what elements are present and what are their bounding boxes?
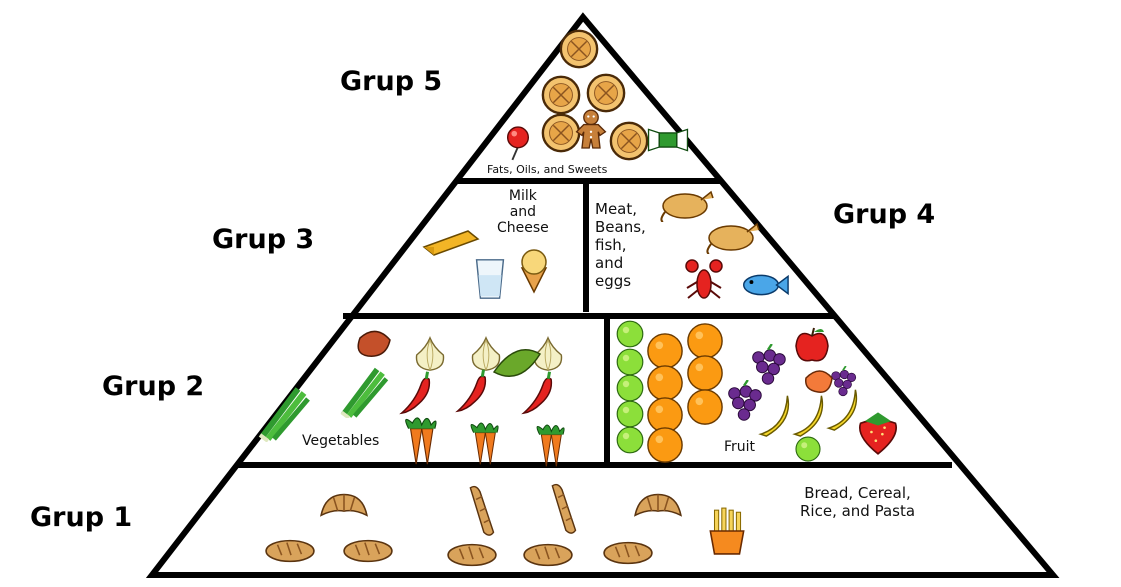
orange-icon	[687, 355, 723, 391]
pie-icon	[541, 113, 581, 153]
cheese-block-icon	[423, 230, 479, 256]
fish-icon	[742, 274, 789, 296]
fries-icon	[709, 507, 745, 555]
tier-grup-2-fruit	[616, 320, 898, 463]
pie-icon	[586, 73, 626, 113]
celery-icon	[342, 369, 387, 418]
tier-grup-2-vegetables	[260, 330, 565, 467]
meat-beans-fish-eggs-caption: Meat, Beans, fish, and eggs	[595, 200, 646, 290]
milk-glass-icon	[475, 259, 505, 299]
grup-4-label: Grup 4	[833, 199, 936, 230]
tier-grup-4	[660, 190, 789, 299]
lime-icon	[616, 400, 644, 428]
pea-pod-icon	[492, 349, 542, 377]
orange-icon	[647, 397, 683, 433]
croissant-icon	[634, 493, 682, 517]
fruit-caption: Fruit	[724, 439, 756, 455]
tomato-icon	[357, 330, 391, 357]
apple-icon	[795, 327, 829, 362]
pie-icon	[541, 75, 581, 115]
grup-2-label: Grup 2	[102, 371, 205, 402]
onion-icon	[415, 337, 445, 371]
grup-3-label: Grup 3	[212, 224, 315, 255]
pie-icon	[609, 121, 649, 161]
baguette-icon	[469, 485, 495, 536]
baguette-icon	[551, 483, 577, 534]
chili-pepper-icon	[513, 372, 562, 416]
milk-cheese-caption: Milk and Cheese	[497, 188, 549, 236]
orange-icon	[647, 365, 683, 401]
carrot-icon	[536, 424, 565, 467]
chili-pepper-icon	[447, 370, 496, 414]
candy-icon	[647, 128, 689, 152]
lime-icon	[616, 374, 644, 402]
chili-pepper-icon	[391, 372, 440, 416]
grup-1-label: Grup 1	[30, 502, 133, 533]
lobster-icon	[685, 259, 723, 299]
roast-chicken-icon	[660, 190, 714, 222]
grapes-icon	[830, 366, 857, 397]
pie-icon	[559, 29, 599, 69]
tier-grup-5	[506, 29, 689, 161]
grup-5-label: Grup 5	[340, 66, 443, 97]
ice-cream-icon	[521, 249, 547, 293]
bread-cereal-rice-pasta-caption: Bread, Cereal, Rice, and Pasta	[800, 484, 916, 520]
lime-icon	[616, 348, 644, 376]
strawberry-icon	[858, 411, 898, 455]
onion-icon	[471, 337, 501, 371]
peach-icon	[805, 370, 833, 393]
orange-icon	[687, 323, 723, 359]
lime-slice-icon	[795, 436, 821, 462]
bread-roll-icon	[343, 539, 393, 563]
tier-grup-3	[423, 230, 547, 299]
bread-roll-icon	[447, 543, 497, 567]
lime-icon	[616, 320, 644, 348]
orange-icon	[647, 333, 683, 369]
bread-roll-icon	[523, 543, 573, 567]
orange-icon	[647, 427, 683, 463]
banana-icon	[793, 395, 824, 437]
carrot-icon	[405, 417, 437, 465]
roast-chicken-icon	[706, 222, 760, 254]
grapes-icon	[727, 380, 763, 422]
grapes-icon	[751, 344, 787, 386]
pyramid-triangle	[145, 12, 1060, 578]
vegetables-caption: Vegetables	[302, 433, 380, 449]
bread-roll-icon	[603, 541, 653, 565]
banana-icon	[759, 395, 790, 437]
tier-grup-1	[265, 483, 745, 567]
croissant-icon	[320, 493, 368, 517]
bread-roll-icon	[265, 539, 315, 563]
pyramid-outline	[145, 12, 1060, 578]
gingerbread-icon	[575, 109, 607, 149]
fats-oils-sweets-caption: Fats, Oils, and Sweets	[487, 163, 608, 176]
orange-icon	[687, 389, 723, 425]
lollipop-icon	[506, 126, 530, 161]
lime-icon	[616, 426, 644, 454]
carrot-icon	[470, 422, 499, 465]
celery-icon	[260, 389, 308, 441]
